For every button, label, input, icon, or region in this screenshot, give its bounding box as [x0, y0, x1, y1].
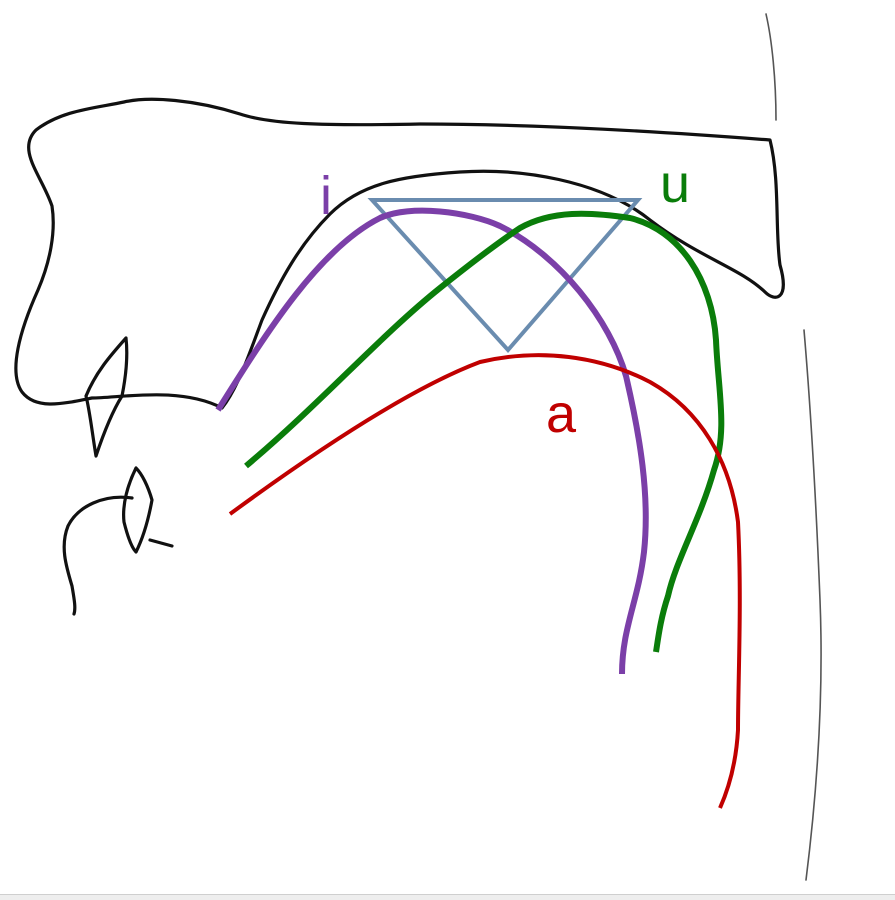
tongue-curve-a: [230, 355, 740, 808]
lower-lip: [64, 497, 132, 614]
lower-tooth: [124, 468, 152, 552]
palate-outline: [16, 99, 783, 408]
vowel-label-a: a: [546, 384, 577, 444]
tongue-curve-u: [246, 214, 721, 652]
vowel-label-i: i: [320, 166, 332, 226]
lower-tooth-tip: [150, 540, 172, 546]
bottom-edge: [0, 894, 895, 900]
pharynx-wall-upper: [766, 14, 776, 120]
vowel-triangle: [372, 200, 638, 350]
vowel-label-u: u: [660, 154, 690, 214]
pharynx-wall-lower: [804, 330, 821, 880]
